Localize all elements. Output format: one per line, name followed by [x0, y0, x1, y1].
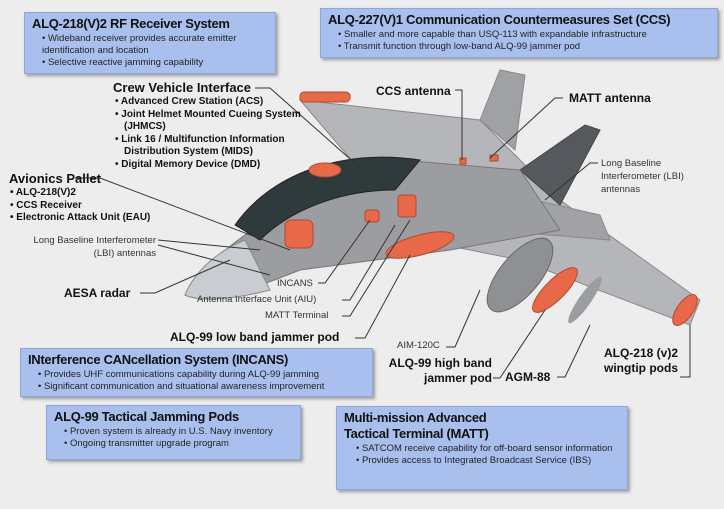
crew-vehicle-item: Joint Helmet Mounted Cueing System (JHMC…: [115, 109, 307, 134]
crew-vehicle-item: Advanced Crew Station (ACS): [115, 96, 307, 109]
incans-bullet: Provides UHF communications capability d…: [38, 369, 365, 381]
leader-lines: [75, 87, 691, 379]
crew-vehicle-item: Digital Memory Device (DMD): [115, 159, 307, 172]
matt-terminal-label: MATT Terminal: [265, 310, 329, 321]
avionics-pallet-item: CCS Receiver: [10, 200, 220, 213]
lbi-left-label: Long Baseline Interferometer (LBI) anten…: [33, 235, 156, 259]
alq99-title: ALQ-99 Tactical Jamming Pods: [54, 409, 239, 424]
matt-antenna-label: MATT antenna: [569, 91, 651, 105]
lbi-right-label: Long Baseline Interferometer (LBI) anten…: [601, 158, 684, 195]
aiu-label: Antenna Interface Unit (AIU): [197, 294, 317, 305]
agm88-label: AGM-88: [505, 370, 551, 384]
alq99-bullet: Ongoing transmitter upgrade program: [64, 438, 293, 450]
low-band-pod-label: ALQ-99 low band jammer pod: [170, 330, 340, 344]
avionics-pallet-title: Avionics Pallet: [9, 171, 101, 186]
incans-box: INterference CANcellation System (INCANS…: [20, 348, 373, 397]
rf-receiver-bullet: Wideband receiver provides accurate emit…: [42, 33, 268, 57]
ccs-title: ALQ-227(V)1 Communication Countermeasure…: [328, 12, 671, 27]
alq99-box: ALQ-99 Tactical Jamming Pods Proven syst…: [46, 405, 301, 460]
orange-pods: [284, 91, 698, 326]
ccs-bullet: Transmit function through low-band ALQ-9…: [338, 41, 710, 53]
aim120-label: AIM-120C: [397, 340, 440, 351]
airframe: [184, 69, 701, 326]
matt-bullet: SATCOM receive capability for off-board …: [356, 443, 620, 455]
incans-title: INterference CANcellation System (INCANS…: [28, 352, 289, 367]
ccs-antenna-label: CCS antenna: [376, 84, 451, 98]
rf-receiver-title: ALQ-218(V)2 RF Receiver System: [32, 16, 230, 31]
rf-receiver-bullet: Selective reactive jamming capability: [42, 57, 268, 69]
matt-box: Multi-mission Advanced Tactical Terminal…: [336, 406, 628, 490]
wingtip-pods-label: ALQ-218 (v)2 wingtip pods: [603, 346, 678, 375]
avionics-pallet-list: ALQ-218(V)2 CCS Receiver Electronic Atta…: [10, 187, 220, 225]
matt-title: Multi-mission Advanced Tactical Terminal…: [344, 410, 489, 441]
matt-bullet: Provides access to Integrated Broadcast …: [356, 455, 620, 467]
crew-vehicle-list: Advanced Crew Station (ACS) Joint Helmet…: [115, 96, 307, 171]
avionics-pallet-item: ALQ-218(V)2: [10, 187, 220, 200]
ccs-bullet: Smaller and more capable than USQ-113 wi…: [338, 29, 710, 41]
incans-bullet: Significant communication and situationa…: [38, 381, 365, 393]
rf-receiver-box: ALQ-218(V)2 RF Receiver System Wideband …: [24, 12, 276, 74]
incans-label: INCANS: [277, 278, 313, 289]
avionics-pallet-item: Electronic Attack Unit (EAU): [10, 212, 220, 225]
ccs-box: ALQ-227(V)1 Communication Countermeasure…: [320, 8, 718, 58]
alq99-bullet: Proven system is already in U.S. Navy in…: [64, 426, 293, 438]
crew-vehicle-title: Crew Vehicle Interface: [113, 80, 252, 95]
high-band-pod-label: ALQ-99 high band jammer pod: [388, 356, 492, 385]
crew-vehicle-item: Link 16 / Multifunction Information Dist…: [115, 134, 307, 159]
aesa-radar-label: AESA radar: [64, 286, 131, 300]
